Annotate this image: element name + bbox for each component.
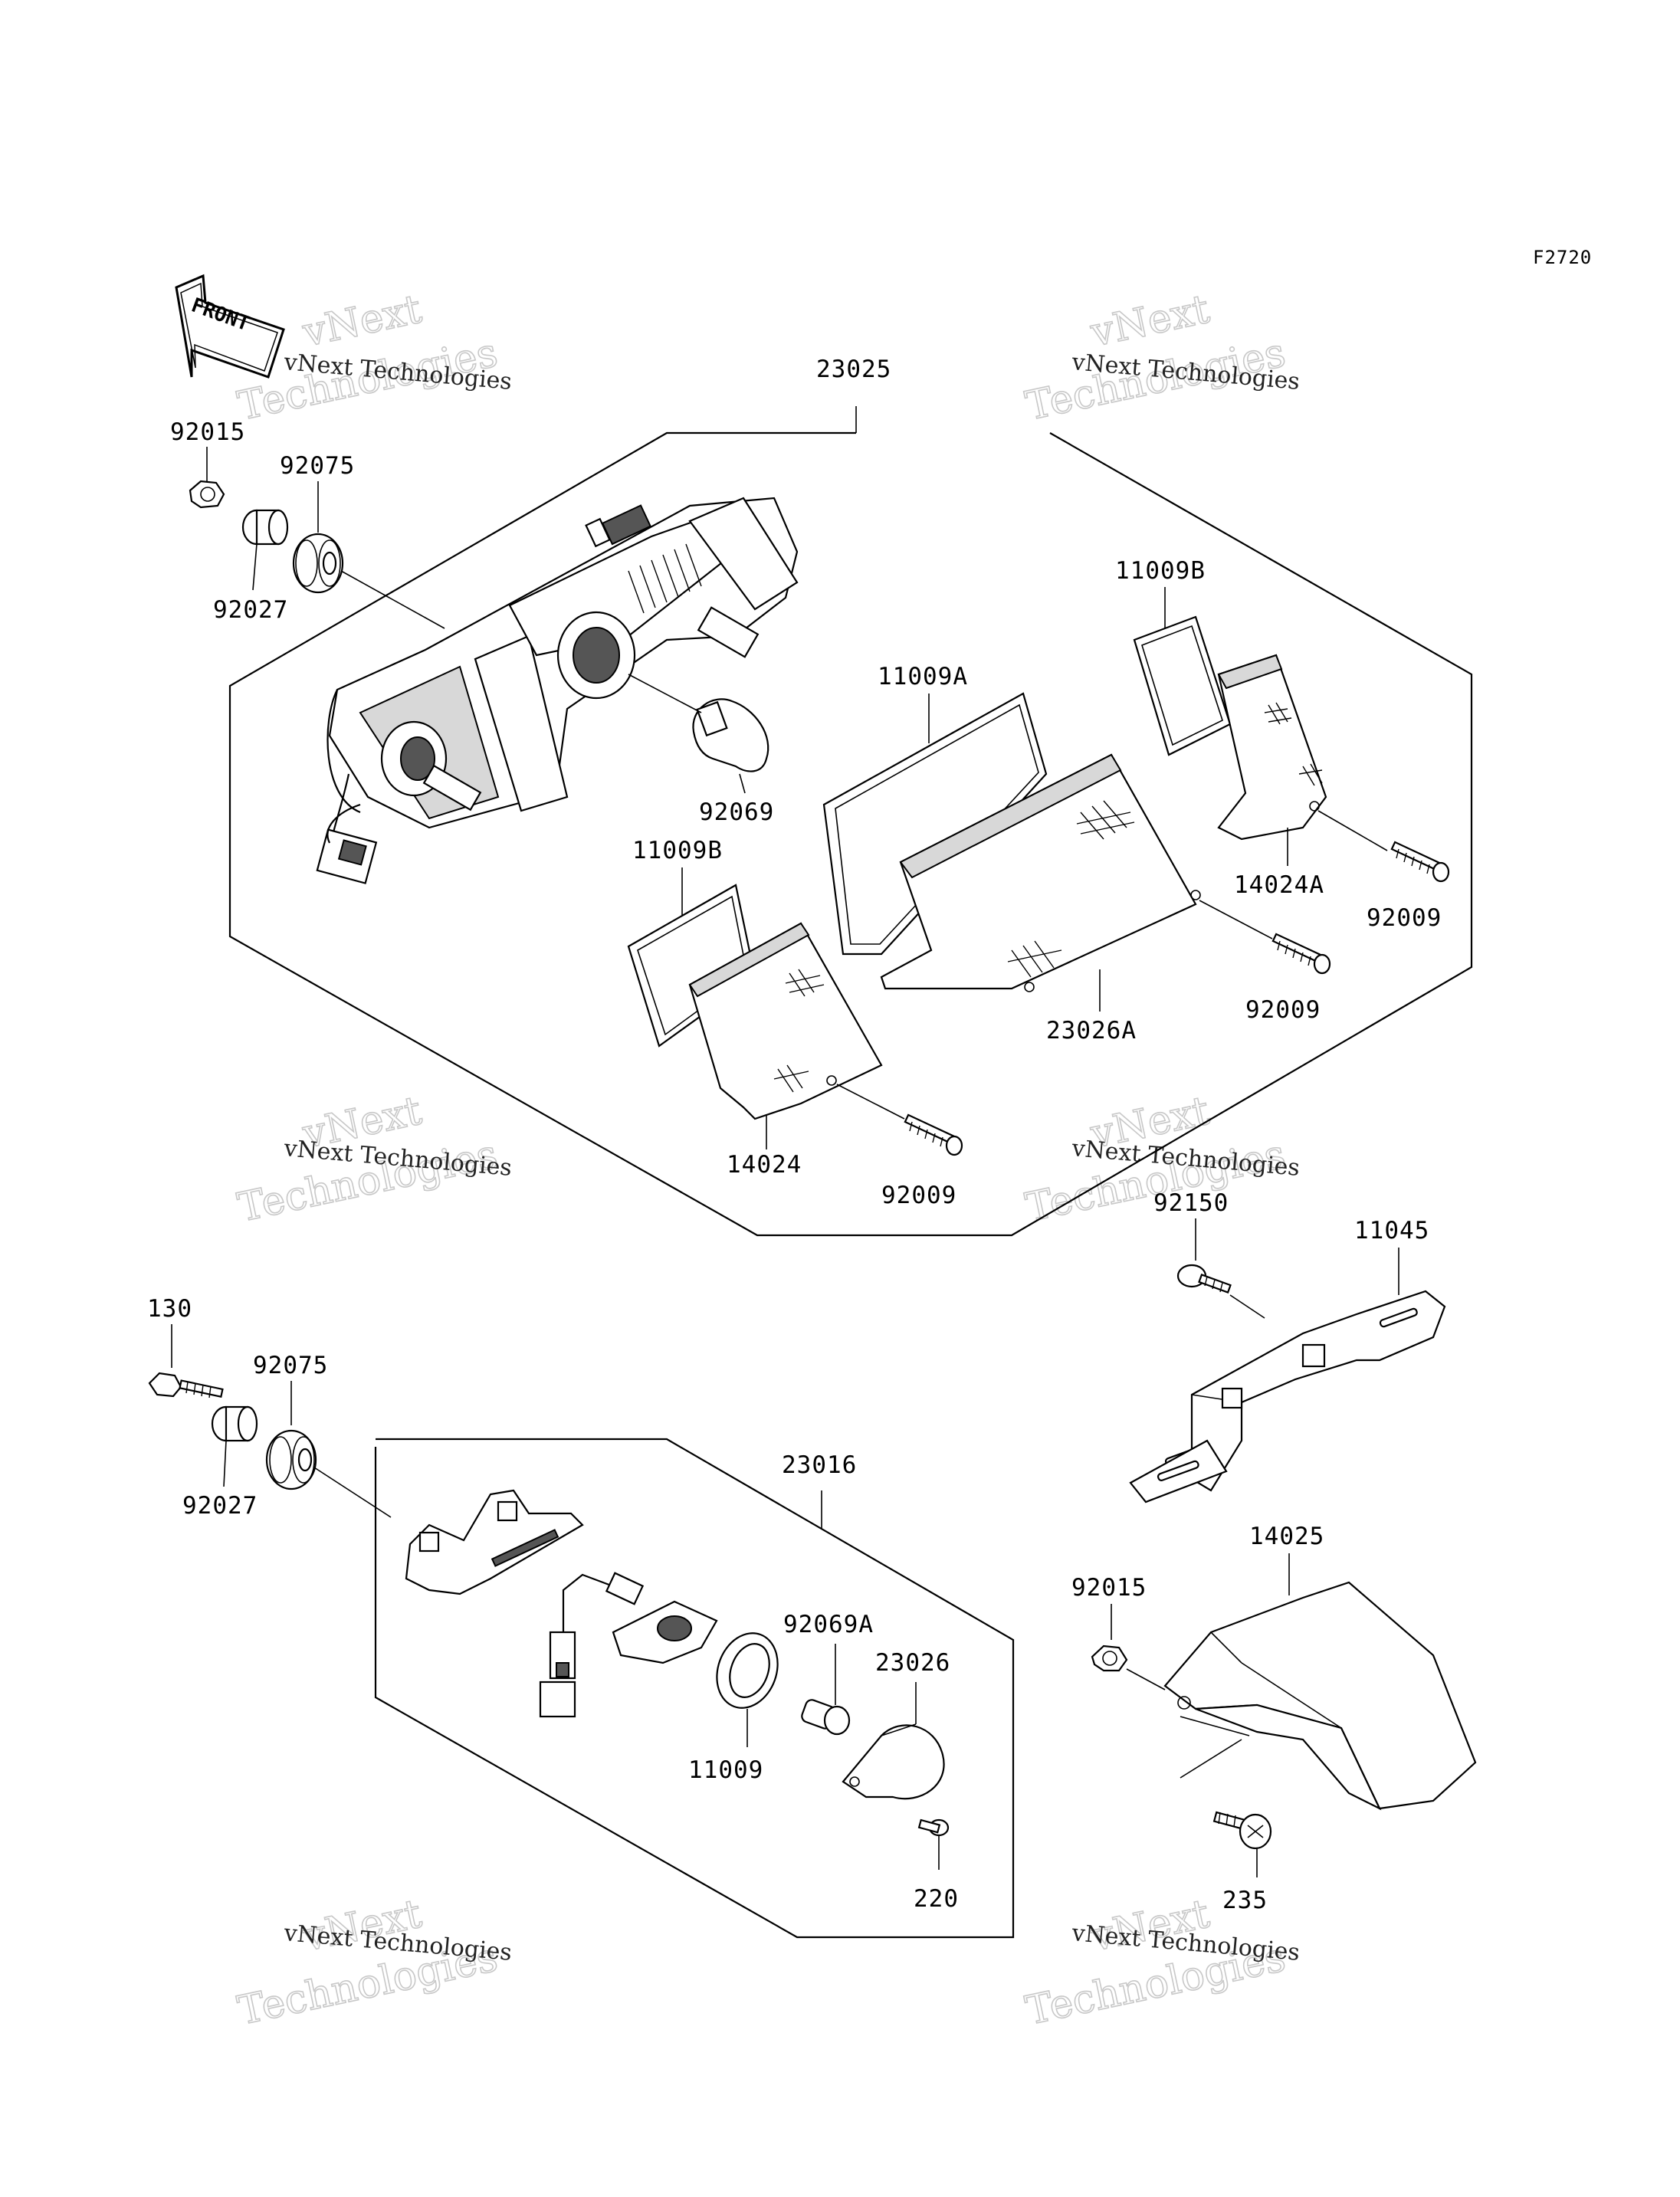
- part-11009B-gasket-top: [1133, 615, 1232, 756]
- label-23016: 23016: [782, 1451, 857, 1479]
- label-11009B-left: 11009B: [632, 837, 723, 864]
- part-92027-collar-top: [241, 509, 289, 546]
- part-92015-nut-top: [189, 480, 225, 509]
- label-92009-bottom: 92009: [881, 1182, 956, 1209]
- part-23016-socket: [539, 1572, 718, 1718]
- watermark-top-right: vNext Technologies vNext Technologies: [1021, 286, 1301, 431]
- part-235-screw: [1212, 1811, 1272, 1850]
- part-92015-nut-bottom: [1091, 1644, 1128, 1672]
- label-92069: 92069: [699, 798, 774, 826]
- part-11009-gasket-ring: [716, 1632, 779, 1709]
- part-11045-bracket: [1129, 1290, 1446, 1503]
- label-23026: 23026: [875, 1649, 950, 1677]
- part-92069-bulb: [692, 698, 769, 772]
- part-92027-collar-bottom: [211, 1405, 258, 1442]
- label-92075-bottom: 92075: [253, 1352, 328, 1379]
- part-23016-lamp-bracket: [405, 1489, 584, 1595]
- label-11045: 11045: [1354, 1217, 1429, 1244]
- front-arrow-icon: FRONT: [175, 274, 285, 379]
- assembly-23016-outline: [374, 1438, 1015, 1939]
- label-11009: 11009: [688, 1756, 763, 1784]
- label-11009A: 11009A: [878, 663, 968, 690]
- label-14025: 14025: [1249, 1523, 1324, 1550]
- label-14024A: 14024A: [1234, 871, 1324, 899]
- label-220: 220: [914, 1885, 959, 1913]
- label-11009B-top: 11009B: [1115, 557, 1206, 585]
- part-92150-bolt: [1176, 1264, 1232, 1294]
- connector-icon: [316, 803, 378, 884]
- part-14024-lens: [688, 922, 883, 1120]
- part-23025-housing: [326, 497, 799, 867]
- part-92009-screw-bottom: [904, 1113, 963, 1156]
- label-92075-top: 92075: [280, 452, 355, 480]
- figure-code: F2720: [1533, 247, 1592, 268]
- part-92009-screw-right: [1390, 841, 1450, 883]
- part-14024A-lens: [1217, 654, 1327, 841]
- watermark-mid-left: vNext Technologies vNext Technologies: [233, 1087, 513, 1232]
- assembly-23025-outline: [228, 431, 1473, 1237]
- label-130: 130: [147, 1295, 192, 1323]
- label-92015-bottom: 92015: [1071, 1574, 1147, 1602]
- part-23026-lens-small: [842, 1723, 945, 1800]
- label-92009-right: 92009: [1367, 904, 1442, 932]
- watermark-big-top: vNext: [298, 287, 425, 356]
- part-92075-grommet-top: [292, 533, 344, 594]
- part-130-bolt: [148, 1372, 224, 1399]
- label-92009-mid: 92009: [1245, 996, 1321, 1024]
- label-235: 235: [1222, 1887, 1268, 1914]
- part-220-screw: [917, 1818, 950, 1837]
- label-92069A: 92069A: [783, 1611, 874, 1638]
- watermark-top-left: vNext Technologies vNext Technologies: [233, 286, 513, 431]
- label-23025: 23025: [816, 356, 891, 383]
- part-92075-grommet-bottom: [265, 1429, 317, 1490]
- label-92150: 92150: [1153, 1189, 1229, 1217]
- label-92027-bottom: 92027: [182, 1492, 258, 1520]
- watermark-big-top: vNext: [1086, 287, 1213, 356]
- part-92069A-bulb: [801, 1699, 851, 1736]
- watermark-bottom-left: vNext Technologies vNext Technologies: [233, 1890, 513, 2035]
- label-92015-top: 92015: [170, 418, 245, 446]
- label-92027-top: 92027: [213, 596, 288, 624]
- label-23026A: 23026A: [1046, 1017, 1137, 1044]
- part-14025-cover: [1163, 1581, 1477, 1811]
- label-14024: 14024: [727, 1151, 802, 1179]
- part-92009-screw-mid: [1271, 933, 1331, 975]
- part-23026A-lens: [880, 753, 1201, 992]
